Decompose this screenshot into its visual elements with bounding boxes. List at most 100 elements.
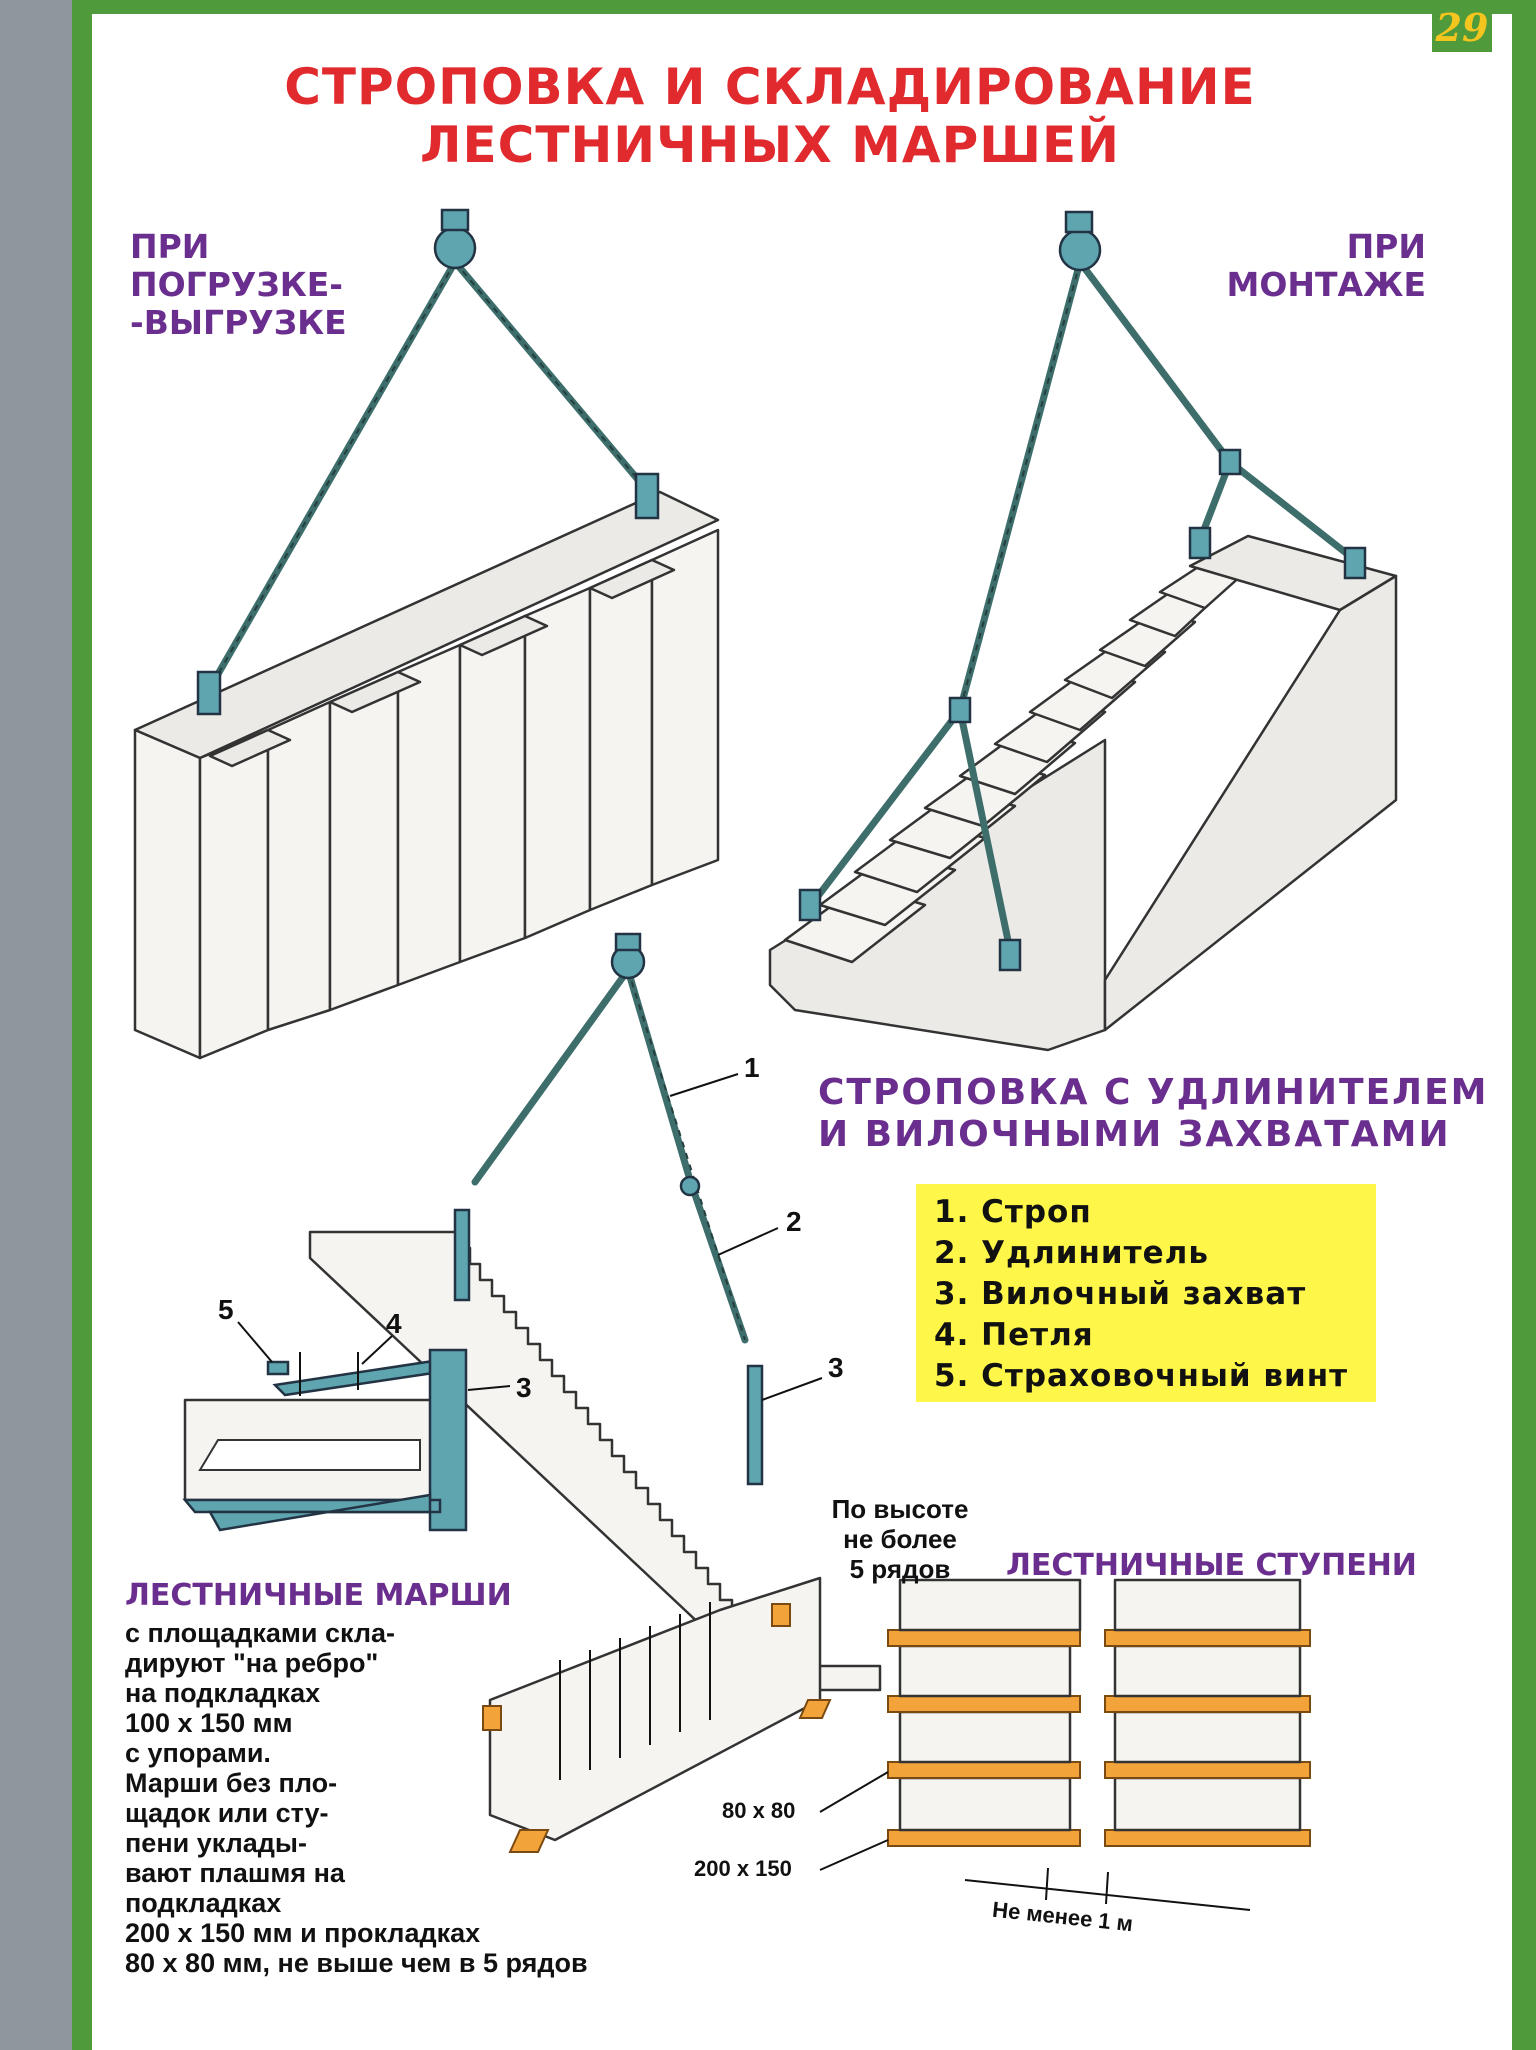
spacer-pointer (819, 1771, 889, 1813)
marches-text-line: с площадками скла- (125, 1618, 395, 1648)
loading-stair-front-face (133, 728, 202, 1060)
mounting-grip-2 (1343, 546, 1367, 580)
mounting-caption: ПРИ МОНТАЖЕ (1160, 227, 1427, 304)
stored-march-pad-2 (771, 1603, 791, 1627)
mounting-stair-base (768, 738, 1107, 1052)
fork-grip-detail (182, 1321, 511, 1532)
loading-sling-right-strands (454, 261, 646, 489)
mounting-crane-hook (1058, 228, 1102, 272)
loading-grip-right (634, 472, 660, 520)
stored-march-pad-1 (482, 1705, 502, 1731)
height-note-line-3: 5 рядов (849, 1554, 951, 1584)
mounting-sling-strands (959, 261, 1081, 711)
mounting-grip-3 (798, 888, 822, 922)
gap-mark-right (1105, 1871, 1109, 1905)
marches-text-line: 80 х 80 мм, не выше чем в 5 рядов (125, 1948, 588, 1978)
title-line-2: ЛЕСТНИЧНЫХ МАРШЕЙ (419, 116, 1121, 174)
loading-stair-illustration (133, 208, 720, 1060)
marches-text-line: 100 х 150 мм (125, 1708, 293, 1738)
extender-section-title: СТРОПОВКА С УДЛИНИТЕЛЕМ И ВИЛОЧНЫМИ ЗАХВ… (818, 1072, 1488, 1156)
stored-march-stop-2 (798, 1699, 832, 1719)
pad-pointer (819, 1839, 889, 1871)
callout-line-3-left (467, 1385, 511, 1391)
marches-text-line: на подкладках (125, 1678, 321, 1708)
extender-title-line-1: СТРОПОВКА С УДЛИНИТЕЛЕМ (818, 1072, 1489, 1113)
mounting-sling-left-lower-2 (956, 706, 1014, 954)
height-note-line-2: не более (843, 1524, 957, 1554)
height-note-line-1: По высоте (831, 1494, 969, 1524)
title-line-1: СТРОПОВКА И СКЛАДИРОВАНИЕ (284, 58, 1256, 116)
marches-text-line: щадок или сту- (125, 1798, 329, 1828)
callout-1: 1 (744, 1052, 760, 1083)
marches-text-line: дируют "на ребро" (125, 1648, 379, 1678)
loading-grip-left (196, 670, 222, 716)
height-note: По высоте не более 5 рядов (820, 1494, 980, 1584)
extender-sling-right (624, 966, 694, 1184)
marches-text-line: 200 х 150 мм и прокладках (125, 1918, 481, 1948)
pad-size-label: 200 х 150 (694, 1856, 792, 1881)
fork-grip-brace (207, 1493, 432, 1532)
callout-2: 2 (786, 1206, 802, 1237)
extender-sling-left (471, 966, 632, 1186)
legend-item-fork-grip: 3. Вилочный захват (934, 1276, 1307, 1312)
extender-title-line-2: И ВИЛОЧНЫМИ ЗАХВАТАМИ (818, 1114, 1451, 1155)
extender-joint (679, 1175, 701, 1197)
marches-description: с площадками скла- дируют "на ребро" на … (125, 1618, 588, 1978)
loading-hook-shank (440, 208, 470, 232)
mounting-sling-right-lower-2 (1226, 458, 1359, 564)
legend-item-extender: 2. Удлинитель (934, 1235, 1209, 1271)
marches-text-line: подкладках (125, 1888, 282, 1918)
legend-item-safety-screw: 5. Страховочный винт (934, 1358, 1349, 1394)
loading-crane-hook (433, 226, 477, 270)
mounting-caption-line-1: ПРИ (1346, 227, 1426, 266)
mounting-shackle-right (1218, 448, 1242, 476)
marches-text-line: пени уклады- (125, 1828, 307, 1858)
marches-text-line: с упорами. (125, 1738, 271, 1768)
stored-march-stop-1 (508, 1829, 550, 1853)
mounting-caption-line-2: МОНТАЖЕ (1226, 265, 1427, 304)
gap-mark-left (1045, 1867, 1049, 1901)
marches-text-line: Марши без пло- (125, 1768, 338, 1798)
steps-storage-illustration (819, 1578, 1311, 1911)
steps-stack-left (887, 1578, 1082, 1847)
callout-line-2 (717, 1227, 779, 1256)
mounting-grip-4 (998, 938, 1022, 972)
mounting-sling-left-lower (811, 706, 964, 904)
mounting-hook-shank (1064, 210, 1094, 234)
marches-text-line: вают плашмя на (125, 1858, 345, 1888)
loading-stair-tooth-tops (208, 558, 676, 768)
callout-line-4 (361, 1335, 393, 1365)
steps-stack-right (1104, 1578, 1311, 1847)
legend-item-loop: 4. Петля (934, 1317, 1094, 1353)
loading-sling-left-strands (209, 261, 456, 689)
stored-march-steps (559, 1602, 711, 1780)
page-number: 29 (1432, 4, 1492, 52)
steps-heading: ЛЕСТНИЧНЫЕ СТУПЕНИ (1006, 1548, 1417, 1583)
mounting-sling-right-top (1076, 258, 1234, 466)
callout-line-1 (669, 1073, 739, 1097)
march-storage-illustration (482, 1576, 832, 1853)
marches-heading: ЛЕСТНИЧНЫЕ МАРШИ (125, 1578, 512, 1613)
extender-bar-strands (627, 969, 746, 1341)
mounting-grip-1 (1188, 526, 1212, 560)
extender-bar (686, 1176, 749, 1344)
extender-hook-shank (614, 932, 642, 952)
callout-line-5 (237, 1321, 273, 1363)
loading-caption-line-3: -ВЫГРУЗКЕ (130, 303, 347, 342)
fork-grip-slab-cavity (198, 1439, 421, 1471)
extender-fork-grip-right (746, 1364, 764, 1486)
callout-3-left: 3 (516, 1372, 532, 1403)
mounting-stair-illustration (768, 210, 1398, 1052)
loading-stair-teeth (198, 528, 720, 1060)
loading-caption: ПРИ ПОГРУЗКЕ- -ВЫГРУЗКЕ (130, 228, 347, 342)
fork-grip-safety-screw (266, 1360, 290, 1376)
callout-line-3-right (761, 1377, 823, 1401)
callout-5: 5 (218, 1294, 234, 1325)
loading-caption-line-2: ПОГРУЗКЕ- (130, 265, 343, 304)
poster-title: СТРОПОВКА И СКЛАДИРОВАНИЕ ЛЕСТНИЧНЫХ МАР… (200, 58, 1340, 174)
legend-item-sling: 1. Строп (934, 1194, 1092, 1230)
spacer-size-label: 80 х 80 (722, 1798, 796, 1823)
mounting-shackle-left (948, 696, 972, 724)
